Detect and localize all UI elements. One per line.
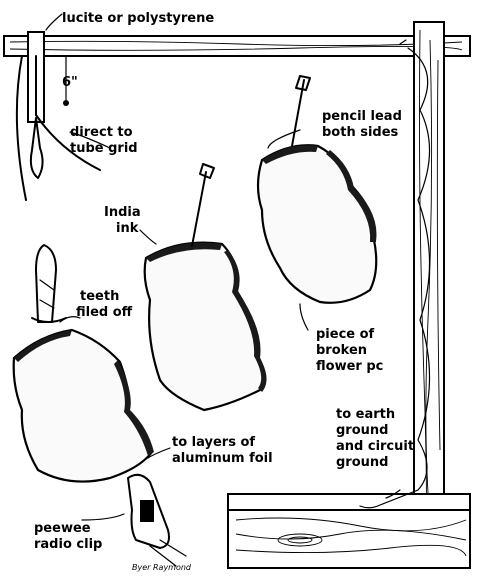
- base-block: [227, 493, 471, 569]
- label-india-1: India: [104, 205, 141, 220]
- upright-post: [413, 21, 445, 563]
- label-teeth-2: filed off: [76, 305, 133, 320]
- plate-left: [12, 328, 154, 483]
- label-earth-2: ground: [336, 423, 388, 438]
- label-clip-1: peewee: [34, 521, 91, 536]
- label-earth-3: and circuit: [336, 439, 414, 454]
- leader-arrows: [45, 13, 407, 521]
- label-spacing: 6": [62, 75, 78, 90]
- clip-top-left: [31, 244, 67, 323]
- label-grid-1: direct to: [70, 125, 133, 140]
- label-india-2: ink: [116, 221, 139, 236]
- plate-right: [256, 144, 378, 304]
- plate-middle: [143, 241, 267, 412]
- label-piece-3: flower pc: [316, 359, 383, 374]
- label-lucite: lucite or polystyrene: [62, 11, 214, 26]
- label-piece-1: piece of: [316, 327, 375, 342]
- label-foil-2: aluminum foil: [172, 451, 273, 466]
- label-lead-2: both sides: [322, 125, 399, 140]
- label-earth-4: ground: [336, 455, 388, 470]
- label-foil-1: to layers of: [172, 435, 255, 450]
- labels: lucite or polystyrene 6" direct to tube …: [34, 11, 414, 572]
- ground-wire: [359, 47, 431, 509]
- label-earth-1: to earth: [336, 407, 395, 422]
- pencil: [291, 79, 305, 147]
- artist-signature: Byer Raymond: [132, 563, 192, 572]
- label-clip-2: radio clip: [34, 537, 102, 552]
- label-piece-2: broken: [316, 343, 367, 358]
- ink-brush: [191, 171, 207, 247]
- crossbar: [3, 35, 471, 57]
- peewee-clip: [127, 473, 187, 567]
- label-teeth-1: teeth: [80, 289, 119, 304]
- crystal-weight: [29, 117, 44, 179]
- label-grid-2: tube grid: [70, 141, 138, 156]
- grid-wire: [15, 55, 101, 201]
- label-lead-1: pencil lead: [322, 109, 402, 124]
